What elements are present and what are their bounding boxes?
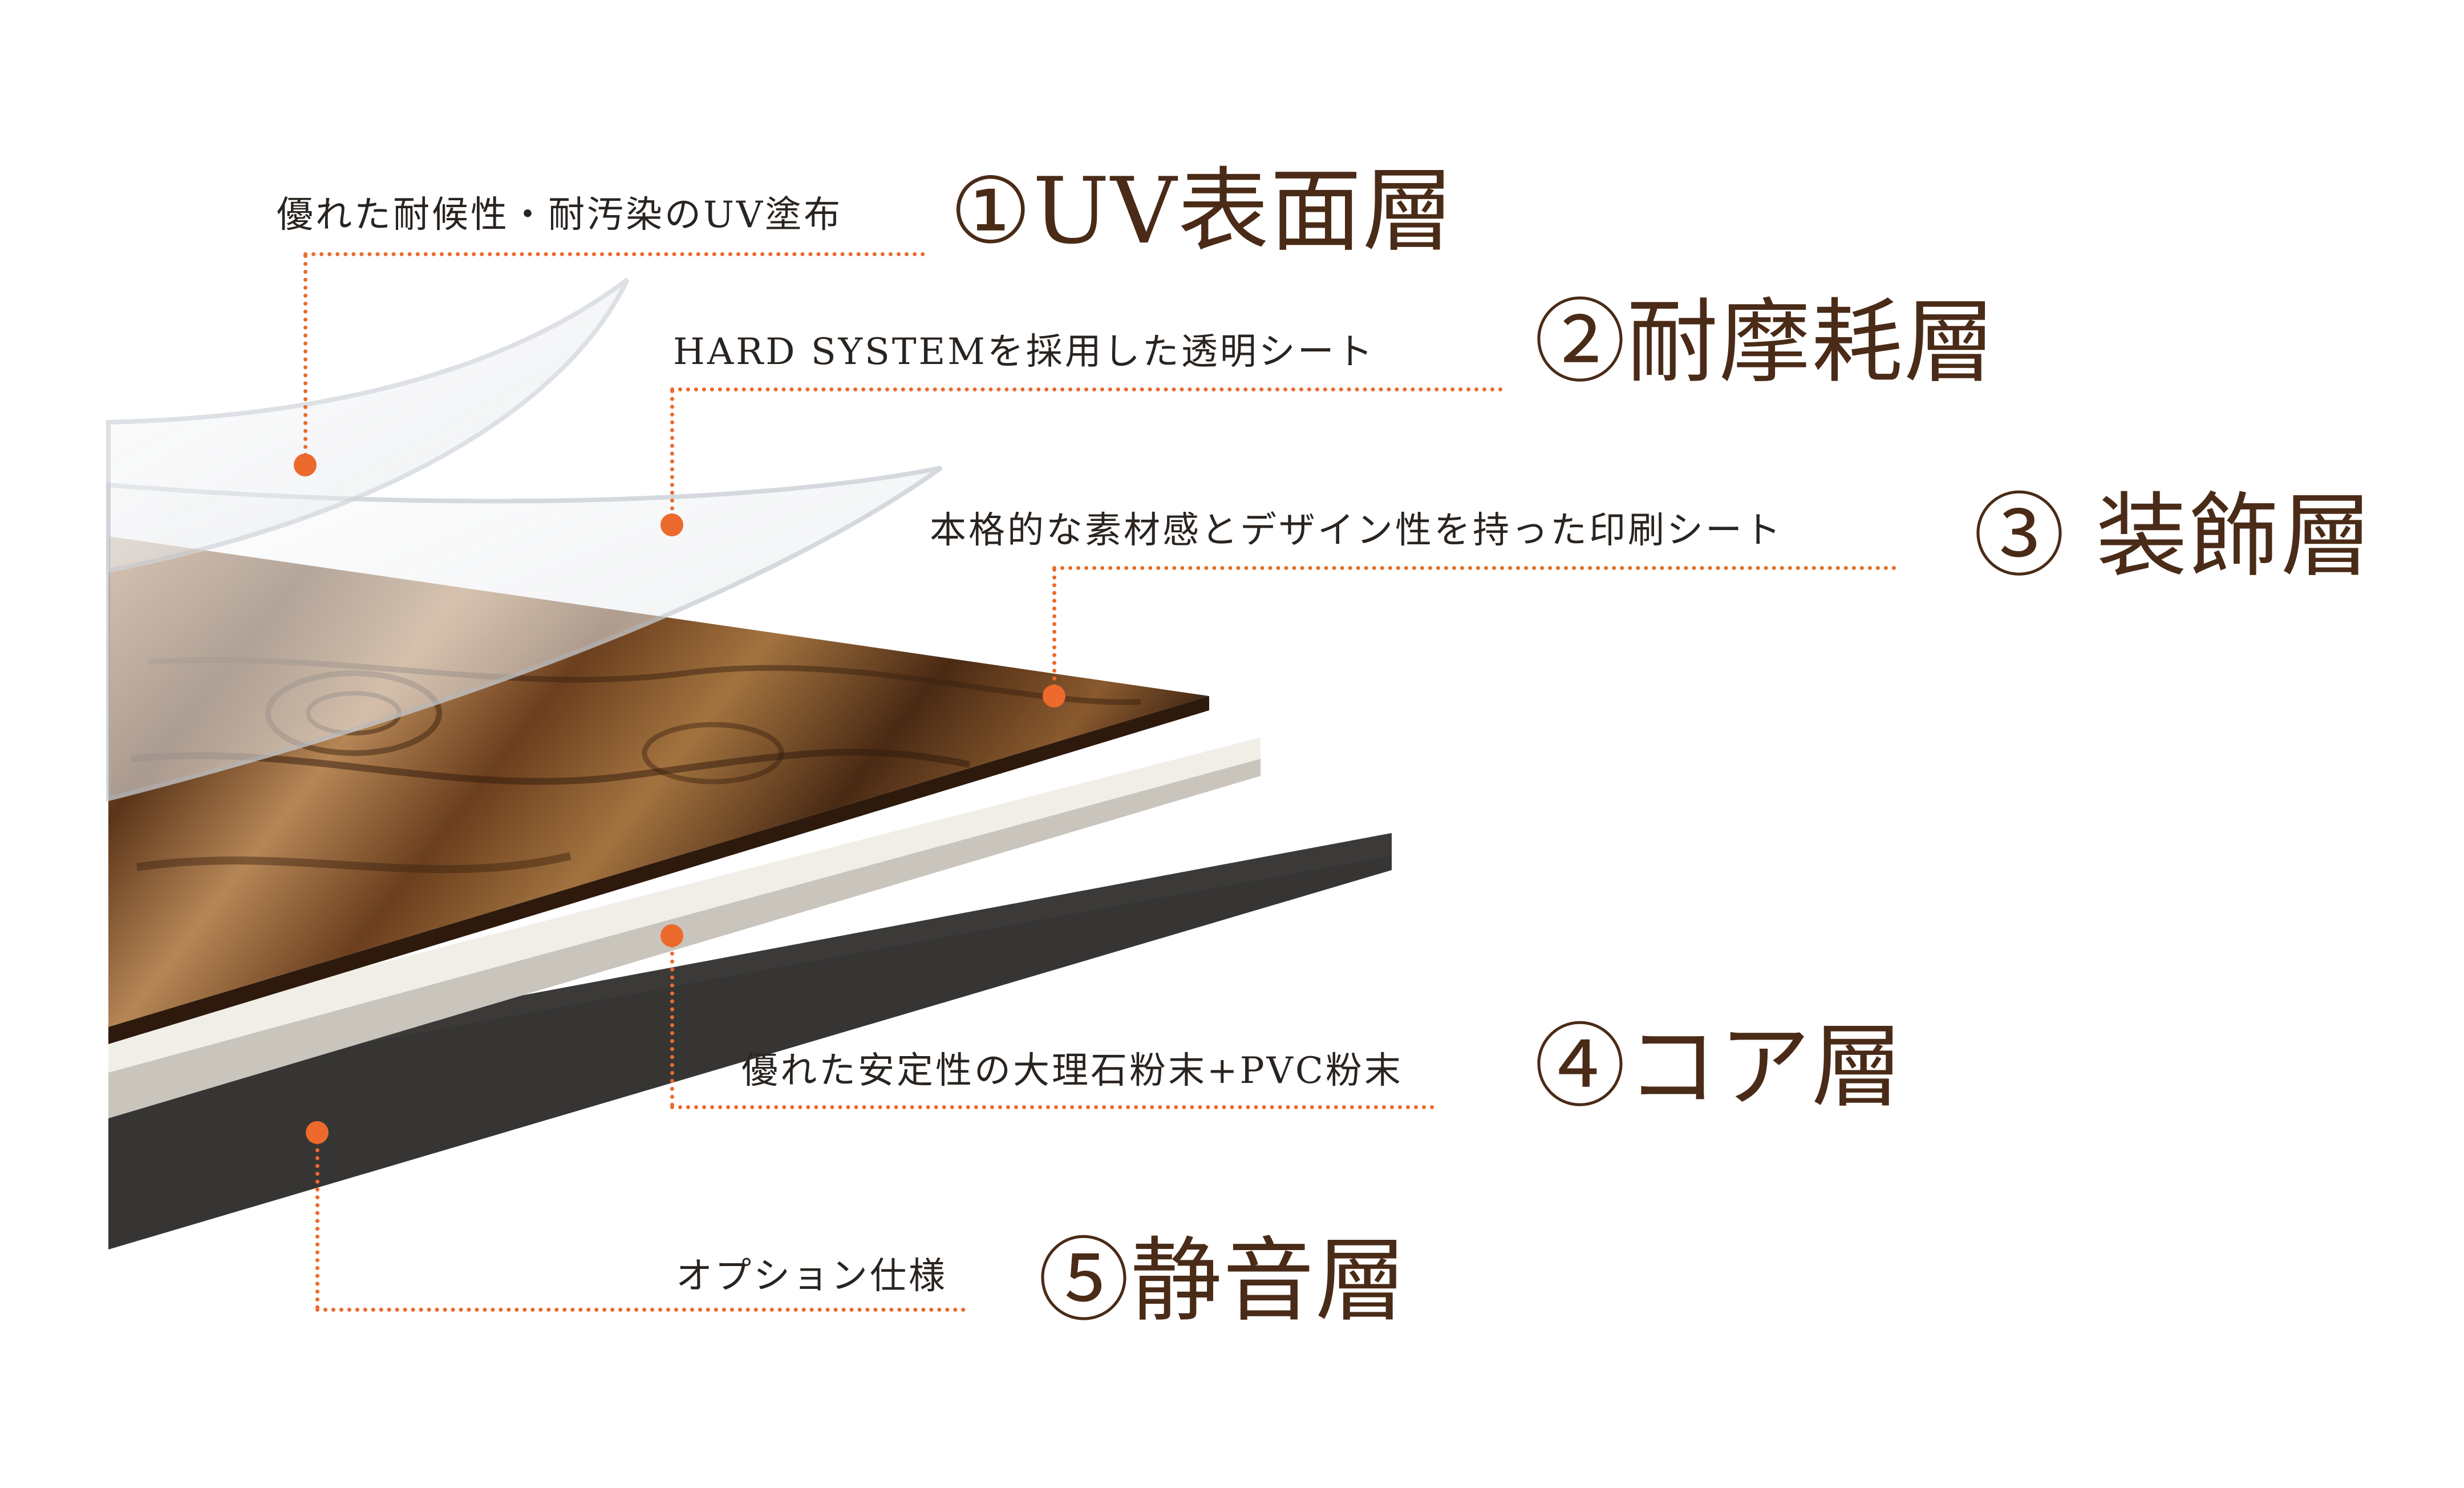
leader-2-vertical xyxy=(670,389,674,526)
leader-1-vertical xyxy=(303,254,307,465)
leader-5-horizontal xyxy=(315,1308,966,1312)
uv-layer xyxy=(106,277,630,573)
wear-layer xyxy=(106,466,943,802)
layer-1-title: ①UV表面層 xyxy=(950,157,1455,264)
layer-2-description: HARD SYSTEMを採用した透明シート xyxy=(673,331,1375,373)
leader-4-horizontal xyxy=(670,1105,1434,1109)
core-layer xyxy=(108,730,1266,1118)
marker-core-layer xyxy=(660,924,683,947)
layer-3-description: 本格的な素材感とデザイン性を持った印刷シート xyxy=(930,510,1783,552)
layer-5-title: ⑤静音層 xyxy=(1038,1227,1408,1334)
layer-4-title: ④コア層 xyxy=(1534,1013,1904,1120)
sound-layer xyxy=(108,833,1392,1250)
leader-4-vertical xyxy=(670,936,674,1107)
layer-5-description: オプション仕様 xyxy=(676,1255,947,1297)
leader-3-vertical xyxy=(1052,568,1056,696)
leader-5-vertical xyxy=(315,1133,319,1309)
marker-decor-layer xyxy=(1043,685,1065,707)
marker-sound-layer xyxy=(306,1121,329,1144)
leader-1-horizontal xyxy=(303,252,925,256)
layer-4-description: 優れた安定性の大理石粉末+PVC粉末 xyxy=(741,1050,1403,1092)
layer-3-title: ③ 装飾層 xyxy=(1973,483,2373,589)
marker-wear-layer xyxy=(660,513,683,536)
layer-1-description: 優れた耐候性・耐汚染のUV塗布 xyxy=(277,194,843,236)
layer-2-title: ②耐摩耗層 xyxy=(1534,289,1997,395)
leader-2-horizontal xyxy=(670,387,1503,391)
marker-uv-layer xyxy=(294,454,317,476)
leader-3-horizontal xyxy=(1052,566,1896,570)
